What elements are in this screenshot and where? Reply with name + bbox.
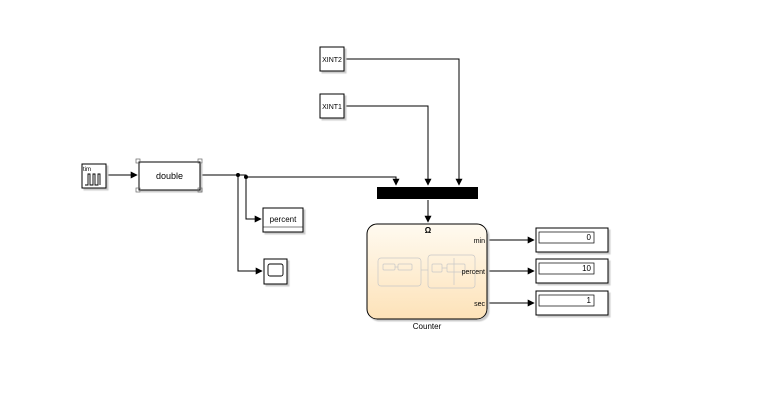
- chart-port-min: min: [474, 238, 485, 245]
- source-block-label: tim: [83, 167, 91, 173]
- selection-handle: [197, 187, 203, 193]
- chart-port-sec: sec: [474, 301, 485, 308]
- source-block[interactable]: tim: [81, 163, 107, 189]
- branch-point: [244, 175, 248, 179]
- display-block-percent[interactable]: 10: [535, 258, 609, 284]
- double-conversion-block[interactable]: double: [135, 158, 203, 193]
- percent-workspace-block[interactable]: percent: [262, 207, 304, 233]
- selection-handle: [197, 158, 203, 164]
- signal-line-xint1-to-mux[interactable]: [344, 105, 432, 186]
- selection-handle: [135, 187, 141, 193]
- signal-line-to-scope[interactable]: [237, 175, 263, 275]
- display-block-min[interactable]: 0: [535, 227, 609, 253]
- display-value-percent: 10: [582, 264, 591, 273]
- display-value-sec: 1: [587, 296, 592, 305]
- xint2-block[interactable]: XINT2: [319, 46, 345, 72]
- selection-handle: [135, 158, 141, 164]
- mux-block[interactable]: [377, 187, 478, 199]
- xint2-block-label: XINT2: [322, 57, 342, 64]
- counter-chart-block[interactable]: Ω min percent sec: [366, 223, 488, 320]
- counter-chart-name: Counter: [413, 322, 442, 331]
- signal-line-xint2-to-mux[interactable]: [344, 58, 463, 186]
- chart-port-percent: percent: [462, 269, 485, 276]
- square-wave-icon: [85, 173, 101, 186]
- branch-point: [236, 173, 240, 177]
- chart-trigger-symbol: Ω: [425, 226, 432, 235]
- display-value-min: 0: [587, 233, 592, 242]
- scope-block[interactable]: [263, 258, 288, 285]
- xint1-block-label: XINT1: [322, 104, 342, 111]
- scope-screen-icon: [267, 263, 284, 277]
- double-block-label: double: [156, 171, 183, 181]
- chart-preview-icon: [377, 254, 476, 289]
- display-block-sec[interactable]: 1: [535, 290, 609, 316]
- percent-block-label: percent: [270, 215, 297, 224]
- signal-line-to-mux[interactable]: [238, 174, 400, 186]
- xint1-block[interactable]: XINT1: [319, 93, 345, 119]
- signal-line-to-percent[interactable]: [245, 177, 262, 223]
